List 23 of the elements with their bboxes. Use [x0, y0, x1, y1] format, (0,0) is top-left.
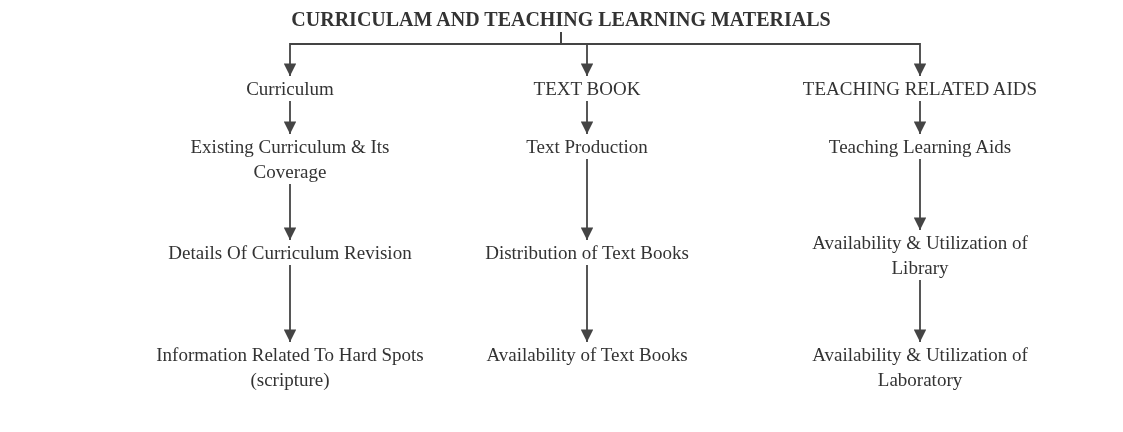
arrow	[913, 158, 927, 231]
node-label: Details Of Curriculum Revision	[168, 241, 412, 265]
arrow	[580, 100, 594, 135]
arrow	[580, 158, 594, 241]
node-label: Text Production	[526, 135, 648, 159]
node-label: TEACHING RELATED AIDS	[802, 77, 1038, 101]
arrow	[580, 264, 594, 343]
root-node-label: CURRICULAM AND TEACHING LEARNING MATERIALS	[291, 7, 831, 32]
node-label: Teaching Learning Aids	[828, 135, 1012, 159]
arrow	[283, 264, 297, 343]
node-label: Curriculum	[246, 77, 334, 101]
arrow	[283, 183, 297, 241]
arrow	[283, 100, 297, 135]
arrow	[913, 279, 927, 343]
node-label: Distribution of Text Books	[485, 241, 689, 265]
node-label: Information Related To Hard Spots (scripture)	[155, 343, 425, 392]
node-label: Availability & Utilization of Library	[811, 231, 1029, 280]
node-label: Availability & Utilization of Laboratory	[811, 343, 1029, 392]
arrow	[560, 31, 927, 77]
node-label: Existing Curriculum & Its Coverage	[190, 135, 390, 184]
node-label: TEXT BOOK	[533, 77, 641, 101]
arrow	[913, 100, 927, 135]
node-label: Availability of Text Books	[486, 343, 688, 367]
